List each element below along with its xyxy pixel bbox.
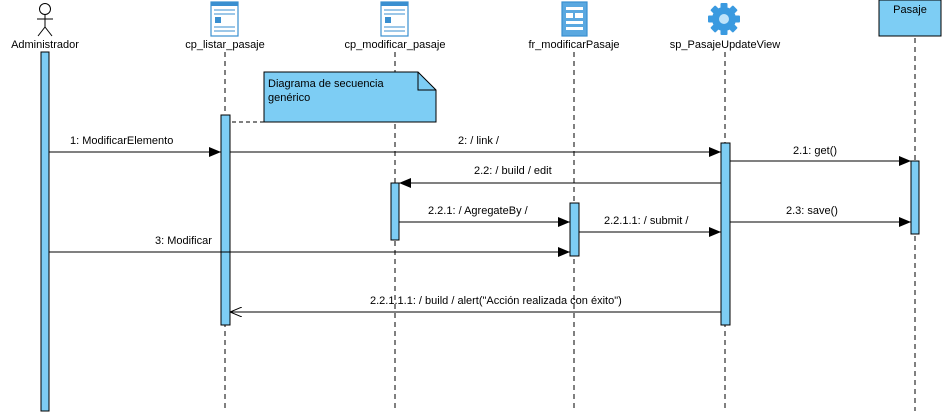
message-label-2: 2: / link / bbox=[458, 135, 500, 147]
message-label-2-3: 2.3: save() bbox=[786, 205, 838, 217]
gear-icon bbox=[708, 3, 740, 35]
message-label-1: 1: ModificarElemento bbox=[70, 135, 173, 147]
activation-bar-cp-listar bbox=[220, 114, 231, 326]
activation-bar-pasaje bbox=[910, 160, 920, 235]
web-page-icon bbox=[210, 1, 239, 37]
note-text-line2: genérico bbox=[268, 92, 310, 104]
class-box: Pasaje bbox=[878, 0, 942, 37]
lifeline-label-fr-modificar: fr_modificarPasaje bbox=[528, 39, 619, 51]
web-page-icon bbox=[380, 1, 409, 37]
lifeline-label-administrador: Administrador bbox=[11, 39, 79, 51]
message-label-2-2: 2.2: / build / edit bbox=[474, 165, 552, 177]
lifeline-label-cp-listar: cp_listar_pasaje bbox=[185, 39, 265, 51]
note-text-line1: Diagrama de secuencia bbox=[268, 78, 384, 90]
message-label-2-1: 2.1: get() bbox=[793, 145, 837, 157]
activation-bar-fr-modificar bbox=[569, 202, 580, 257]
activation-bar-cp-modificar bbox=[390, 182, 400, 241]
lifeline-label-cp-modificar: cp_modificar_pasaje bbox=[345, 39, 446, 51]
message-label-2-2-1: 2.2.1: / AgregateBy / bbox=[428, 205, 529, 217]
lifeline-label-pasaje: Pasaje bbox=[893, 4, 927, 16]
lifeline-label-sp-update: sp_PasajeUpdateView bbox=[670, 39, 781, 51]
activation-bar-sp-update bbox=[720, 142, 731, 326]
web-form-icon bbox=[561, 1, 588, 37]
actor-icon bbox=[37, 3, 53, 37]
note: Diagrama de secuencia genérico bbox=[230, 71, 437, 123]
message-label-2-2-1-1-1: 2.2.1.1.1: / build / alert("Acción reali… bbox=[370, 295, 622, 307]
activation-bar-administrador bbox=[40, 51, 50, 412]
message-label-3: 3: Modificar bbox=[155, 235, 212, 247]
message-label-2-2-1-1: 2.2.1.1: / submit / bbox=[604, 215, 689, 227]
lifeline-lines bbox=[44, 38, 916, 411]
